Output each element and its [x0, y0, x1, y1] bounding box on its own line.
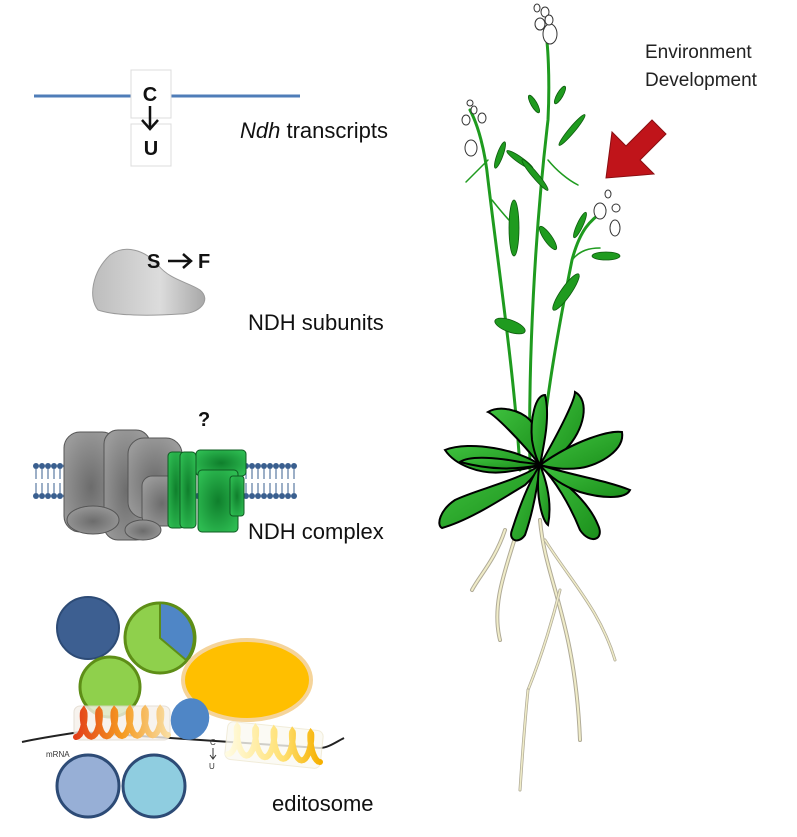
protein-circle-pale-blue	[55, 753, 121, 819]
lipid-head	[267, 463, 273, 469]
complex-label: NDH complex	[248, 519, 384, 544]
transcripts-label: Ndh transcripts	[240, 118, 388, 143]
lipid-head	[57, 493, 63, 499]
down-arrow-icon	[141, 106, 159, 131]
subunits-label: NDH subunits	[248, 310, 384, 335]
subunit-change-to: F	[198, 251, 210, 273]
mrna-strand	[21, 730, 345, 750]
lipid-head	[261, 493, 267, 499]
lipid-head	[255, 463, 261, 469]
lipid-head	[291, 463, 297, 469]
rosette	[438, 390, 632, 542]
lipid-head	[273, 493, 279, 499]
lipid-head	[255, 493, 261, 499]
lipid-head	[45, 463, 51, 469]
subunits-panel: S F NDH subunits	[92, 248, 384, 335]
lipid-head	[249, 463, 255, 469]
transcripts-panel: C U Ndh transcripts	[34, 69, 388, 167]
complex-green-module	[167, 449, 247, 533]
lipid-head	[279, 463, 285, 469]
protein-ellipse-blue	[170, 698, 210, 740]
editing-box-bottom	[130, 123, 172, 167]
red-arrow-icon	[605, 119, 667, 179]
lipid-head	[261, 463, 267, 469]
lipid-head	[51, 493, 57, 499]
lipid-head	[291, 493, 297, 499]
protein-circle-blue-wedge	[159, 601, 195, 662]
mrna-label: mRNA	[46, 750, 70, 759]
transcript-base-c: C	[143, 84, 157, 106]
complex-question-mark: ?	[198, 409, 210, 431]
arabidopsis-plant	[438, 3, 632, 792]
lipid-head	[45, 493, 51, 499]
lipid-head	[39, 463, 45, 469]
protein-ellipse-orange	[181, 638, 313, 722]
helix-protein-left	[73, 704, 171, 741]
small-down-arrow-icon	[209, 748, 217, 760]
lipid-head	[273, 463, 279, 469]
lipid-head	[33, 493, 39, 499]
lipid-head	[285, 493, 291, 499]
complex-gray-module	[63, 429, 183, 541]
editosome-panel: mRNA C U editosome	[21, 596, 374, 819]
lipid-head	[39, 493, 45, 499]
stem-leaves	[494, 85, 621, 335]
development-label: Development	[645, 70, 758, 91]
lipid-head	[279, 493, 285, 499]
lipid-head	[267, 493, 273, 499]
subunit-change-from: S	[147, 251, 160, 273]
protein-circle-navy	[56, 596, 120, 660]
lipid-head	[285, 463, 291, 469]
editosome-base-c: C	[210, 738, 216, 747]
transcript-base-u: U	[144, 138, 158, 160]
helix-protein-right	[224, 721, 324, 769]
lipid-head	[249, 493, 255, 499]
lipid-head	[57, 463, 63, 469]
right-arrow-icon	[168, 253, 193, 269]
complex-panel: ? NDH complex	[33, 409, 384, 544]
editosome-base-u: U	[209, 762, 215, 771]
protein-circle-teal	[121, 753, 187, 819]
editosome-label: editosome	[272, 791, 374, 816]
flowers	[461, 3, 621, 237]
roots	[470, 518, 617, 792]
environment-label: Environment	[645, 42, 752, 63]
lipid-head	[51, 463, 57, 469]
lipid-head	[33, 463, 39, 469]
subunit-protein-shape	[92, 248, 206, 316]
